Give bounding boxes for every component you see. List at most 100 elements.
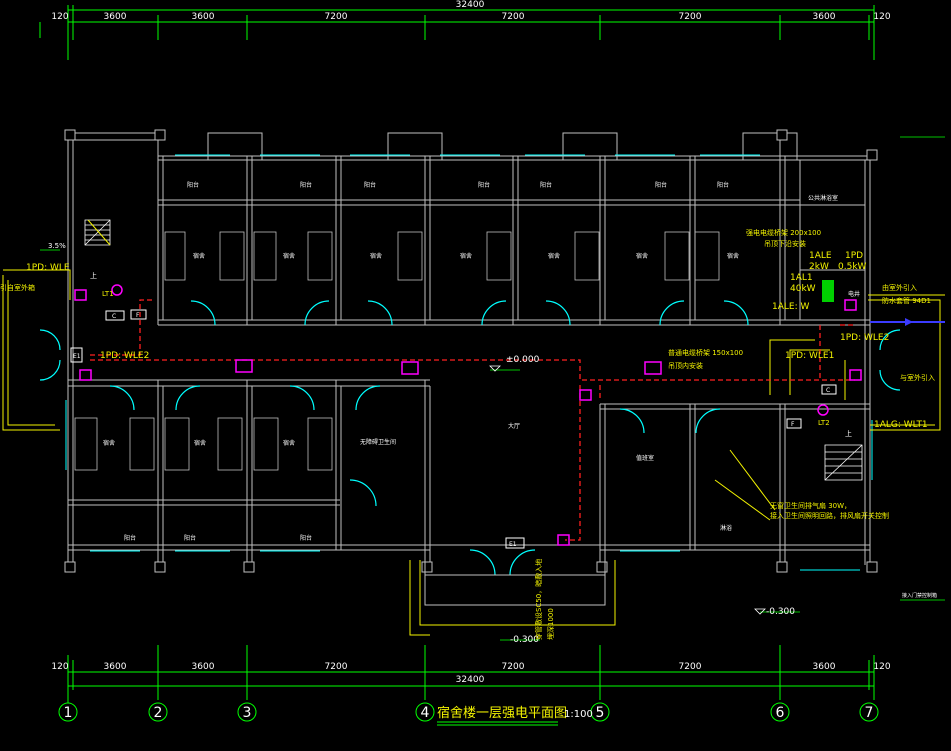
room-dorm-4: 宿舍 [460, 252, 472, 260]
room-barrier-free-wc: 无障碍卫生间 [360, 438, 396, 446]
label-e1-left: E1 [73, 353, 81, 360]
bdim-7200-c: 7200 [679, 662, 702, 672]
axis-2: 2 [154, 705, 163, 721]
bdim-120-right: 120 [873, 662, 890, 672]
exit-box-labels: E1 E1 F C F C [73, 312, 830, 548]
building-walls [64, 129, 878, 573]
room-duty: 值班室 [636, 454, 654, 462]
label-wle2-right: 1PD: WLE2 [840, 333, 889, 343]
room-balcony-5: 阳台 [540, 181, 552, 189]
leaders-green [40, 136, 945, 641]
cable-tray [90, 299, 855, 541]
axis-7: 7 [865, 705, 874, 721]
room-labels: 阳台 阳台 阳台 阳台 阳台 阳台 阳台 宿舍 宿舍 宿舍 宿舍 宿舍 宿舍 宿… [103, 181, 860, 542]
label-fan-note: 无窗卫生间排气扇 30W， [770, 501, 851, 510]
axis-numbers: 1 2 3 4 5 6 7 [64, 705, 874, 721]
bdim-120-left: 120 [51, 662, 68, 672]
bottom-total-dim: 32400 [456, 675, 485, 685]
entry-platform [424, 544, 606, 606]
dim-3600-a: 3600 [104, 12, 127, 22]
room-dorm-10: 宿舍 [283, 439, 295, 447]
room-well: 电井 [848, 290, 860, 298]
room-dorm-8: 宿舍 [103, 439, 115, 447]
dim-7200-a: 7200 [325, 12, 348, 22]
bdim-3600-c: 3600 [813, 662, 836, 672]
axis-3: 3 [243, 705, 252, 721]
room-dorm-2: 宿舍 [283, 252, 295, 260]
room-dorm-7: 宿舍 [727, 252, 739, 260]
label-e1-bottom: E1 [509, 541, 517, 548]
incoming-arrow [905, 318, 913, 326]
axis-5: 5 [596, 705, 605, 721]
label-slope: 3.5% [48, 242, 66, 250]
device-labels: LT1 LT2 [102, 290, 830, 427]
label-right-note-2: 防水套管 94D1 [882, 296, 931, 305]
drawing-scale: 1:100 [564, 709, 593, 720]
label-pd-kw: 0.5kW [838, 262, 867, 272]
label-right-note-1: 由室外引入 [882, 283, 917, 292]
room-balcony-7: 阳台 [717, 181, 729, 189]
label-wle: 1PD: WLE [26, 263, 70, 273]
dim-120-left: 120 [51, 12, 68, 22]
dim-7200-c: 7200 [679, 12, 702, 22]
room-public-shower: 公共淋浴室 [808, 194, 838, 202]
label-f-left: F [136, 312, 140, 319]
dim-7200-b: 7200 [502, 12, 525, 22]
label-conduit: 穿管敷设SC50，暗敷入地 [534, 559, 543, 640]
label-lt2: LT2 [818, 419, 830, 427]
room-hall: 大厅 [508, 422, 520, 430]
exit-boxes [70, 309, 837, 549]
label-al1-kw: 40kW [790, 284, 816, 294]
elevation-markers [489, 365, 766, 615]
label-small-note: 接入门禁控制箱 [902, 592, 937, 599]
electrical-labels: 1PD: WLE 1PD: WLE2 1PD: WLE1 1PD: WLE2 1… [0, 228, 937, 645]
room-balcony-8: 阳台 [124, 534, 136, 542]
top-dimension-lines [39, 5, 875, 60]
stairs-right [824, 444, 863, 481]
lighting-devices [74, 284, 862, 546]
axis-bubbles [58, 700, 879, 722]
feeder-lines [2, 219, 945, 636]
label-wle2: 1PD: WLE2 [100, 351, 149, 361]
axis-4: 4 [421, 705, 430, 721]
label-right-note-3: 与室外引入 [900, 373, 935, 382]
windows [65, 154, 873, 571]
room-dorm-1: 宿舍 [193, 252, 205, 260]
label-wlt1: 1ALG: WLT1 [874, 420, 928, 430]
room-dorm-6: 宿舍 [636, 252, 648, 260]
label-left-note: 引自室外箱 [0, 283, 35, 292]
room-shower: 淋浴 [720, 524, 732, 532]
room-balcony-6: 阳台 [655, 181, 667, 189]
axis-6: 6 [776, 705, 785, 721]
label-fan-note-2: 接入卫生间照明回路，排风扇开关控制 [770, 511, 889, 520]
label-tray-200: 强电电缆桥架 200x100 [746, 228, 821, 237]
label-lt1: LT1 [102, 290, 114, 298]
bdim-7200-b: 7200 [502, 662, 525, 672]
label-e-right: C [826, 387, 830, 394]
label-tray-200-sub: 吊顶下沿安装 [764, 239, 806, 248]
drawing-title: 宿舍楼一层强电平面图 [437, 705, 567, 721]
label-ale: 1ALE [809, 251, 832, 261]
label-f-right: F [791, 421, 795, 428]
label-pd: 1PD [845, 251, 863, 261]
room-balcony-9: 阳台 [184, 534, 196, 542]
bottom-segment-dims: 120 3600 3600 7200 7200 7200 3600 120 32… [51, 662, 890, 685]
label-ale-kw: 2kW [809, 262, 829, 272]
room-balcony-1: 阳台 [187, 181, 199, 189]
label-up-right: 上 [845, 429, 852, 438]
room-balcony-3: 阳台 [364, 181, 376, 189]
room-balcony-4: 阳台 [478, 181, 490, 189]
label-elevation-m03-b: -0.300 [510, 635, 539, 645]
label-wle1: 1PD: WLE1 [785, 351, 834, 361]
room-dorm-9: 宿舍 [194, 439, 206, 447]
label-alw: 1ALE: W [772, 302, 809, 312]
label-conduit-2: 埋深1000 [546, 608, 555, 640]
axis-1: 1 [64, 705, 73, 721]
distribution-panel [822, 280, 834, 302]
room-balcony-2: 阳台 [300, 181, 312, 189]
label-up-left: 上 [90, 271, 97, 280]
dim-3600-c: 3600 [813, 12, 836, 22]
label-tray-150-sub: 吊顶内安装 [668, 361, 703, 370]
beds [74, 231, 720, 471]
